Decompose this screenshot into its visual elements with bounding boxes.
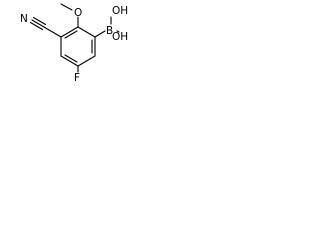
ring-double-bond-inner-2 [64, 54, 78, 63]
bond-ring-to-nitrile-carbon [43, 26, 62, 38]
ring-bond-c4-c5 [60, 55, 79, 67]
bond-ring-to-boron [94, 30, 106, 38]
atom-label-hydroxyl-top: OH [112, 5, 128, 17]
ring-bond-c3-c4 [77, 55, 96, 67]
nitrile-triple-bond-c [29, 21, 44, 31]
chemical-structure-diagram: O N B OH OH F [20, 3, 128, 83]
atom-label-hydroxyl-bottom: OH [112, 31, 128, 43]
atom-label-nitrile-nitrogen: N [20, 13, 28, 25]
bond-boron-to-hydroxyl-bottom [116, 30, 120, 33]
atom-label-fluorine: F [74, 72, 80, 83]
nitrile-triple-bond-a [31, 19, 45, 28]
ring-bond-c6-c1 [60, 26, 79, 38]
nitrile-triple-bond-b [32, 16, 47, 26]
atom-label-methoxy-oxygen: O [74, 7, 82, 19]
atom-label-boron: B [106, 25, 113, 37]
bond-methoxy-oxygen-to-methyl [60, 3, 73, 11]
ring-double-bond-inner-3 [64, 30, 78, 39]
ring-bond-c1-c2 [77, 26, 96, 38]
